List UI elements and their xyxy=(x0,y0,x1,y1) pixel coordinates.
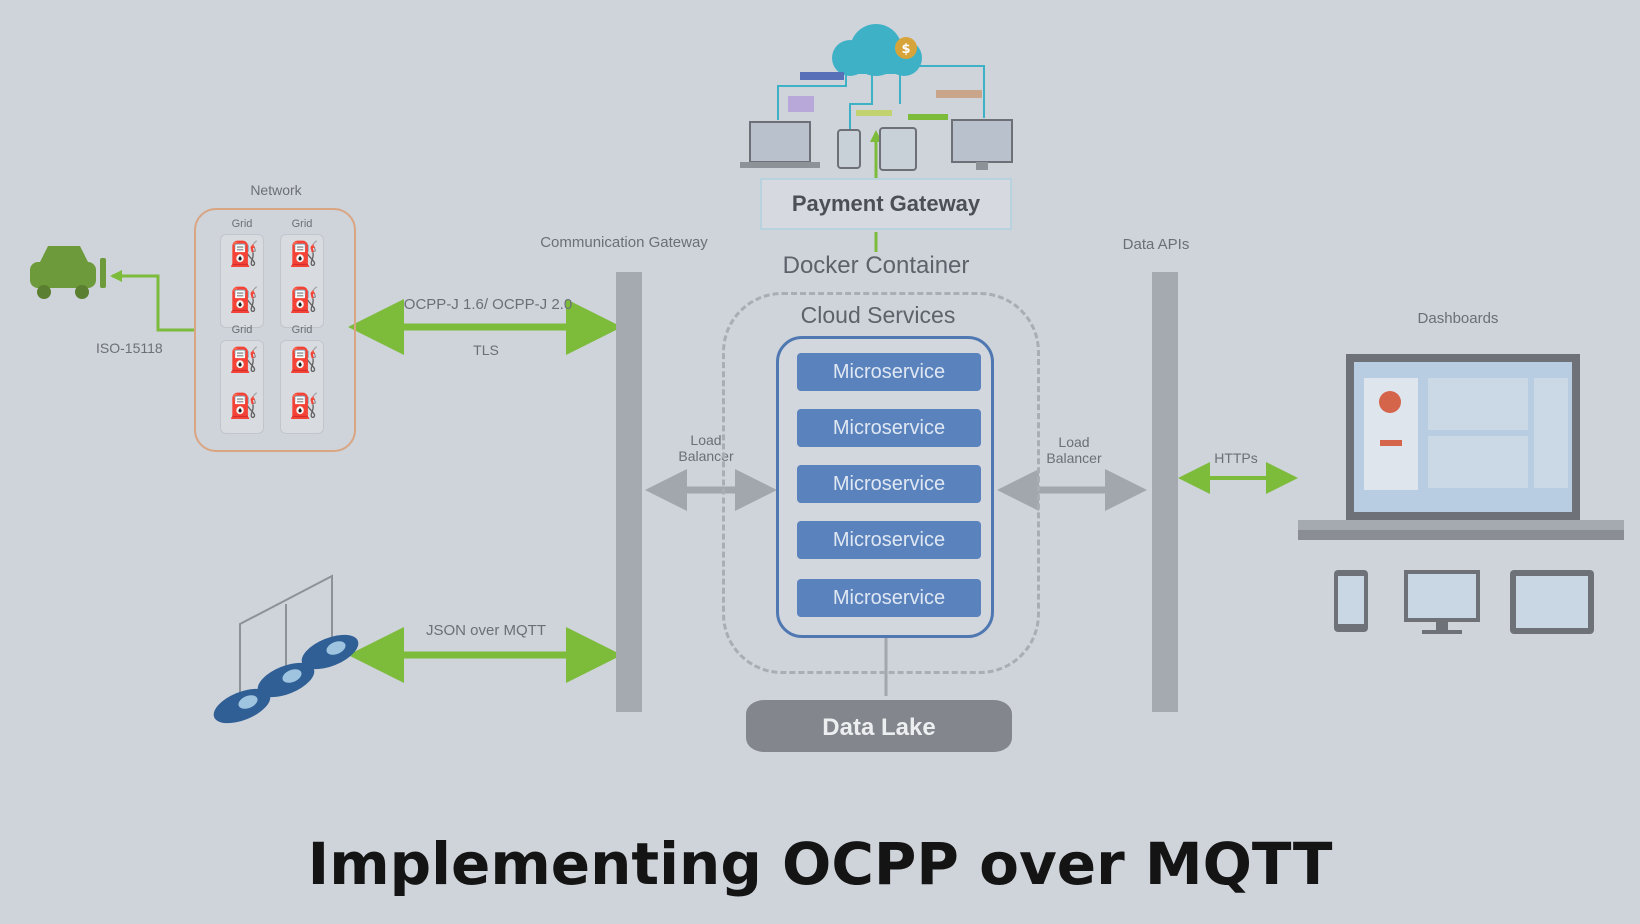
charger-icon: ⛽ xyxy=(289,286,319,314)
microservice-box: Microservice xyxy=(797,353,981,391)
payment-cloud-icon: $ xyxy=(832,24,922,76)
cloud-services-boundary xyxy=(722,292,1040,674)
charger-group: ⛽ ⛽ xyxy=(220,234,264,328)
grid-label: Grid xyxy=(291,324,313,336)
data-apis-bar xyxy=(1152,272,1178,712)
cloud-services-label: Cloud Services xyxy=(800,302,956,328)
charger-group: ⛽ ⛽ xyxy=(280,340,324,434)
charger-group: ⛽ ⛽ xyxy=(220,340,264,434)
dashboard-laptop-icon xyxy=(1298,354,1624,540)
communication-gateway-bar xyxy=(616,272,642,712)
grid-label: Grid xyxy=(231,324,253,336)
payment-gateway-box: Payment Gateway xyxy=(760,178,1012,230)
communication-gateway-label: Communication Gateway xyxy=(540,234,708,251)
dashboard-devices-icon xyxy=(1334,570,1594,634)
charger-icon: ⛽ xyxy=(229,240,259,268)
charger-icon: ⛽ xyxy=(289,240,319,268)
charging-cable xyxy=(112,274,194,332)
parked-cars-icon xyxy=(213,574,359,724)
ocpp-label: OCPP-J 1.6/ OCPP-J 2.0 xyxy=(403,296,573,313)
data-apis-label: Data APIs xyxy=(1122,236,1190,253)
docker-container-label: Docker Container xyxy=(782,252,970,279)
data-lake: Data Lake xyxy=(746,700,1012,752)
charger-icon: ⛽ xyxy=(229,392,259,420)
charger-icon: ⛽ xyxy=(289,346,319,374)
charger-icon: ⛽ xyxy=(229,286,259,314)
dashboards-label: Dashboards xyxy=(1417,310,1499,327)
load-balancer-label-left: Load Balancer xyxy=(678,432,734,464)
charger-icon: ⛽ xyxy=(289,392,319,420)
charger-icon: ⛽ xyxy=(229,346,259,374)
network-box: Grid Grid ⛽ ⛽ ⛽ ⛽ Grid Grid ⛽ ⛽ ⛽ ⛽ xyxy=(194,208,356,452)
iso-15118-label: ISO-15118 xyxy=(96,340,163,356)
payment-devices-icon xyxy=(740,72,1013,171)
microservices-container: Microservice Microservice Microservice M… xyxy=(776,336,994,638)
load-balancer-label-right: Load Balancer xyxy=(1046,434,1102,466)
microservice-box: Microservice xyxy=(797,409,981,447)
grid-label: Grid xyxy=(231,218,253,230)
svg-text:$: $ xyxy=(901,42,910,57)
page-title: Implementing OCPP over MQTT xyxy=(307,830,1333,898)
microservice-box: Microservice xyxy=(797,465,981,503)
tls-label: TLS xyxy=(473,342,499,358)
https-label: HTTPs xyxy=(1214,450,1258,466)
grid-label: Grid xyxy=(291,218,313,230)
charger-group: ⛽ ⛽ xyxy=(280,234,324,328)
microservice-box: Microservice xyxy=(797,521,981,559)
mqtt-label: JSON over MQTT xyxy=(425,622,547,639)
network-label: Network xyxy=(250,182,302,198)
microservice-box: Microservice xyxy=(797,579,981,617)
ev-car-icon xyxy=(30,246,106,299)
